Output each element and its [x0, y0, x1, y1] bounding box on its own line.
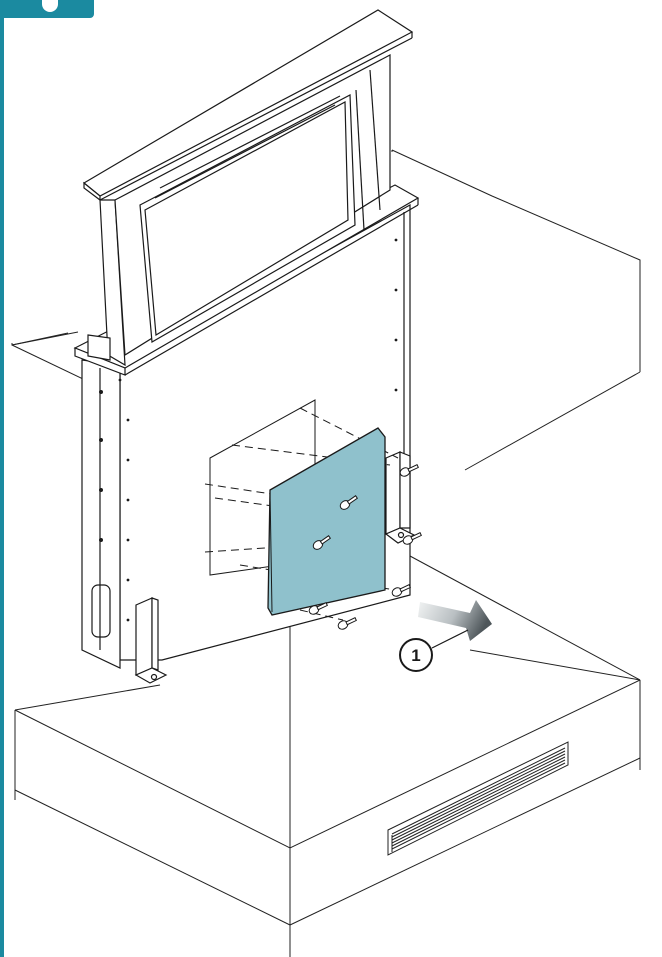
callout-1-label: 1 — [411, 646, 420, 665]
step-accent-bar — [0, 0, 4, 957]
removal-direction-arrow — [418, 600, 492, 641]
mounting-holes — [99, 238, 398, 622]
cabinet-outline — [11, 149, 641, 957]
vent-grille — [387, 741, 569, 856]
callout-1: 1 — [399, 629, 469, 672]
cover-plate — [267, 427, 386, 616]
glass-panel — [82, 9, 414, 367]
step-number-badge — [4, 0, 94, 18]
left-mounting-bracket — [134, 597, 168, 684]
screws — [308, 464, 422, 630]
